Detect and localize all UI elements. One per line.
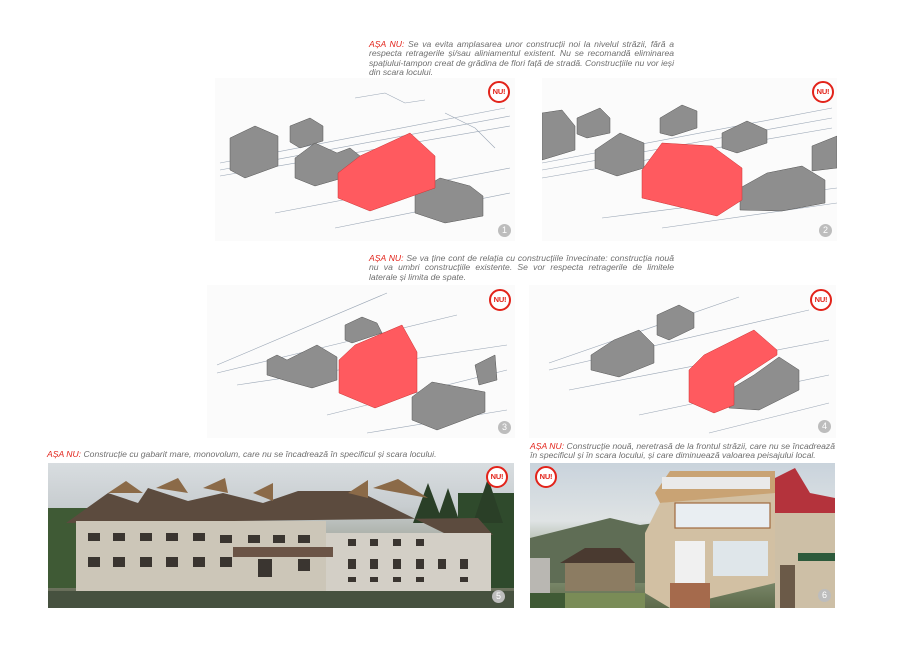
nu-badge: NU! [812, 81, 834, 103]
caption-4: AȘA NU: Construcție nouă, neretrasă de l… [530, 441, 835, 461]
caption-3-text: Construcție cu gabarit mare, monovolum, … [81, 449, 437, 459]
caption-1-text: Se va evita amplasarea unor construcții … [369, 39, 674, 78]
caption-2-text: Se va ține cont de relația cu construcți… [369, 253, 674, 282]
sketch-illustration-3 [216, 292, 508, 434]
photo-panel-6: NU! 6 [530, 463, 835, 608]
nu-badge: NU! [810, 289, 832, 311]
panel-number-badge: 5 [492, 590, 505, 603]
sketch-panel-1: NU! 1 [215, 78, 515, 241]
panel-number-badge: 1 [498, 224, 511, 237]
photo-non-setback-new-building [530, 468, 835, 608]
sketch-illustration-4 [548, 296, 830, 434]
caption-1-lead: AȘA NU: [369, 39, 405, 49]
photo-panel-5: NU! 5 [48, 463, 514, 608]
caption-2: AȘA NU: Se va ține cont de relația cu co… [369, 253, 674, 282]
caption-1: AȘA NU: Se va evita amplasarea unor cons… [369, 39, 674, 78]
nu-badge: NU! [488, 81, 510, 103]
caption-4-lead: AȘA NU: [530, 441, 565, 451]
nu-badge: NU! [535, 466, 557, 488]
sketch-panel-3: NU! 3 [207, 285, 515, 438]
caption-2-lead: AȘA NU: [369, 253, 404, 263]
sketch-panel-4: NU! 4 [529, 285, 836, 438]
sketch-panel-2: NU! 2 [542, 78, 837, 241]
nu-badge: NU! [489, 289, 511, 311]
sketch-illustration-2 [542, 104, 837, 229]
panel-number-badge: 3 [498, 421, 511, 434]
caption-3: AȘA NU: Construcție cu gabarit mare, mon… [47, 449, 467, 459]
panel-number-badge: 4 [818, 420, 831, 433]
caption-4-text: Construcție nouă, neretrasă de la frontu… [530, 441, 835, 461]
caption-3-lead: AȘA NU: [47, 449, 82, 459]
panel-number-badge: 6 [818, 589, 831, 602]
nu-badge: NU! [486, 466, 508, 488]
panel-number-badge: 2 [819, 224, 832, 237]
photo-large-monovolume-building [48, 478, 514, 608]
sketch-illustration-1 [219, 92, 511, 229]
